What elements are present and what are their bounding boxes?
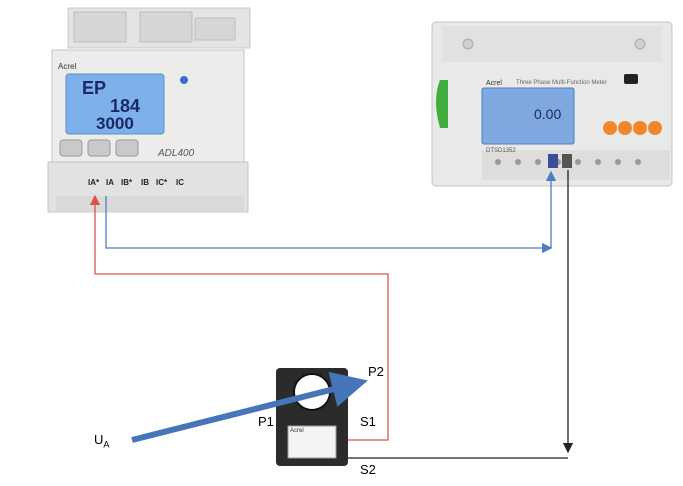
wire-blue: [105, 196, 553, 254]
terminal-ia: IA: [106, 178, 114, 187]
input-label: UA: [94, 432, 109, 450]
left-brand: Acrel: [58, 62, 77, 71]
input-subscript: A: [103, 439, 110, 450]
left-lcd: [65, 73, 165, 135]
right-lcd: [481, 87, 575, 145]
orange-button-3[interactable]: [633, 121, 647, 135]
terminal-ib-star: IB*: [121, 178, 133, 187]
right-model: DTSD1352: [486, 148, 516, 154]
left-model: ADL400: [158, 148, 195, 159]
ct-label-plate: [287, 425, 337, 459]
input-letter: U: [94, 432, 104, 447]
orange-button-2[interactable]: [618, 121, 632, 135]
orange-button-4[interactable]: [648, 121, 662, 135]
input-arrow: [131, 371, 368, 443]
wire-red: [89, 194, 389, 441]
lcd-line3: 3000: [96, 114, 134, 133]
terminal-ia-star: IA*: [88, 178, 100, 187]
terminal-ib: IB: [141, 178, 149, 187]
ct-brand: Acrel: [290, 428, 304, 434]
lcd-line2: 184: [110, 96, 141, 116]
right-brand: Acrel: [486, 80, 502, 87]
side-tab: [436, 80, 448, 128]
label-p2: P2: [368, 364, 384, 379]
left-meter: [47, 7, 251, 213]
lcd-line1: EP: [82, 78, 107, 98]
right-lcd-value: 0.00: [534, 106, 562, 122]
terminal-ic: IC: [176, 178, 184, 187]
right-header: Three Phase Multi-Function Meter: [516, 80, 607, 86]
label-s2: S2: [360, 462, 376, 477]
button-2[interactable]: [87, 139, 111, 157]
label-p1: P1: [258, 414, 274, 429]
terminal-black: [562, 154, 572, 168]
label-s1: S1: [360, 414, 376, 429]
terminal-blue: [548, 154, 558, 168]
terminal-ic-star: IC*: [156, 178, 168, 187]
button-1[interactable]: [59, 139, 83, 157]
button-3[interactable]: [115, 139, 139, 157]
right-meter: [431, 21, 673, 187]
current-transformer: [276, 368, 348, 466]
orange-button-1[interactable]: [603, 121, 617, 135]
ir-port: [624, 74, 638, 84]
indicator-light: [180, 76, 188, 84]
